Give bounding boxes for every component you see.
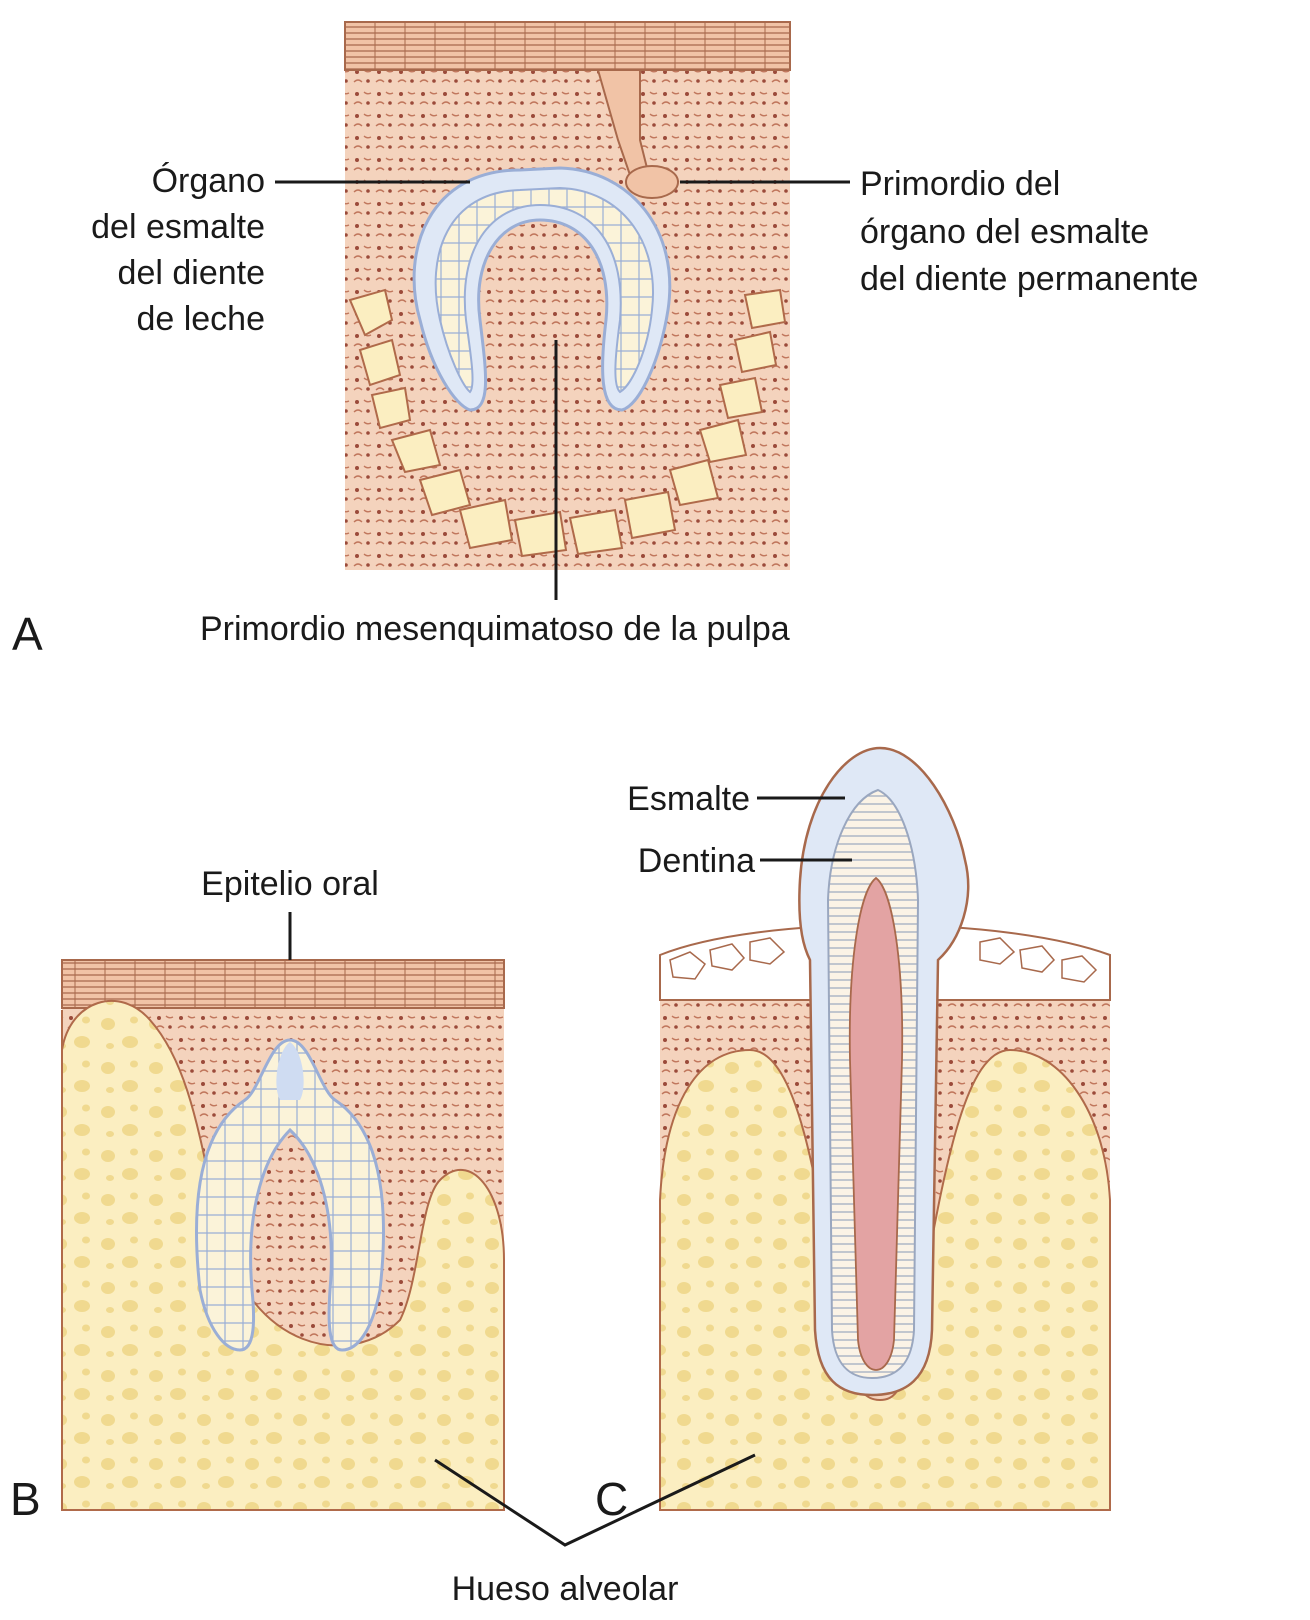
oral-epithelium-b (62, 960, 504, 1008)
panel-letter-b: B (10, 1473, 41, 1525)
label-primordio-line3: del diente permanente (860, 260, 1198, 298)
panel-a: Órgano del esmalte del diente de leche P… (12, 22, 1198, 660)
label-primordio-line2: órgano del esmalte (860, 213, 1149, 251)
label-organ-line1: Órgano (152, 162, 265, 200)
panel-letter-a: A (12, 608, 43, 660)
dental-pulp (850, 878, 902, 1370)
label-primordio-line1: Primordio del (860, 165, 1060, 203)
label-epitelio: Epitelio oral (201, 865, 379, 903)
connective-tissue-a (345, 22, 790, 570)
label-esmalte: Esmalte (627, 780, 750, 818)
label-pulpa: Primordio mesenquimatoso de la pulpa (200, 610, 790, 648)
oral-epithelium-a (345, 22, 790, 70)
panel-c: Esmalte Dentina C (595, 748, 1110, 1525)
label-dentina: Dentina (638, 842, 755, 880)
panel-b: Epitelio oral B (10, 865, 504, 1525)
label-hueso: Hueso alveolar (452, 1570, 679, 1608)
label-organ-line4: de leche (136, 300, 265, 338)
label-organ-line3: del diente (118, 254, 265, 292)
label-organ-line2: del esmalte (91, 208, 265, 246)
permanent-tooth-bud (626, 166, 678, 198)
